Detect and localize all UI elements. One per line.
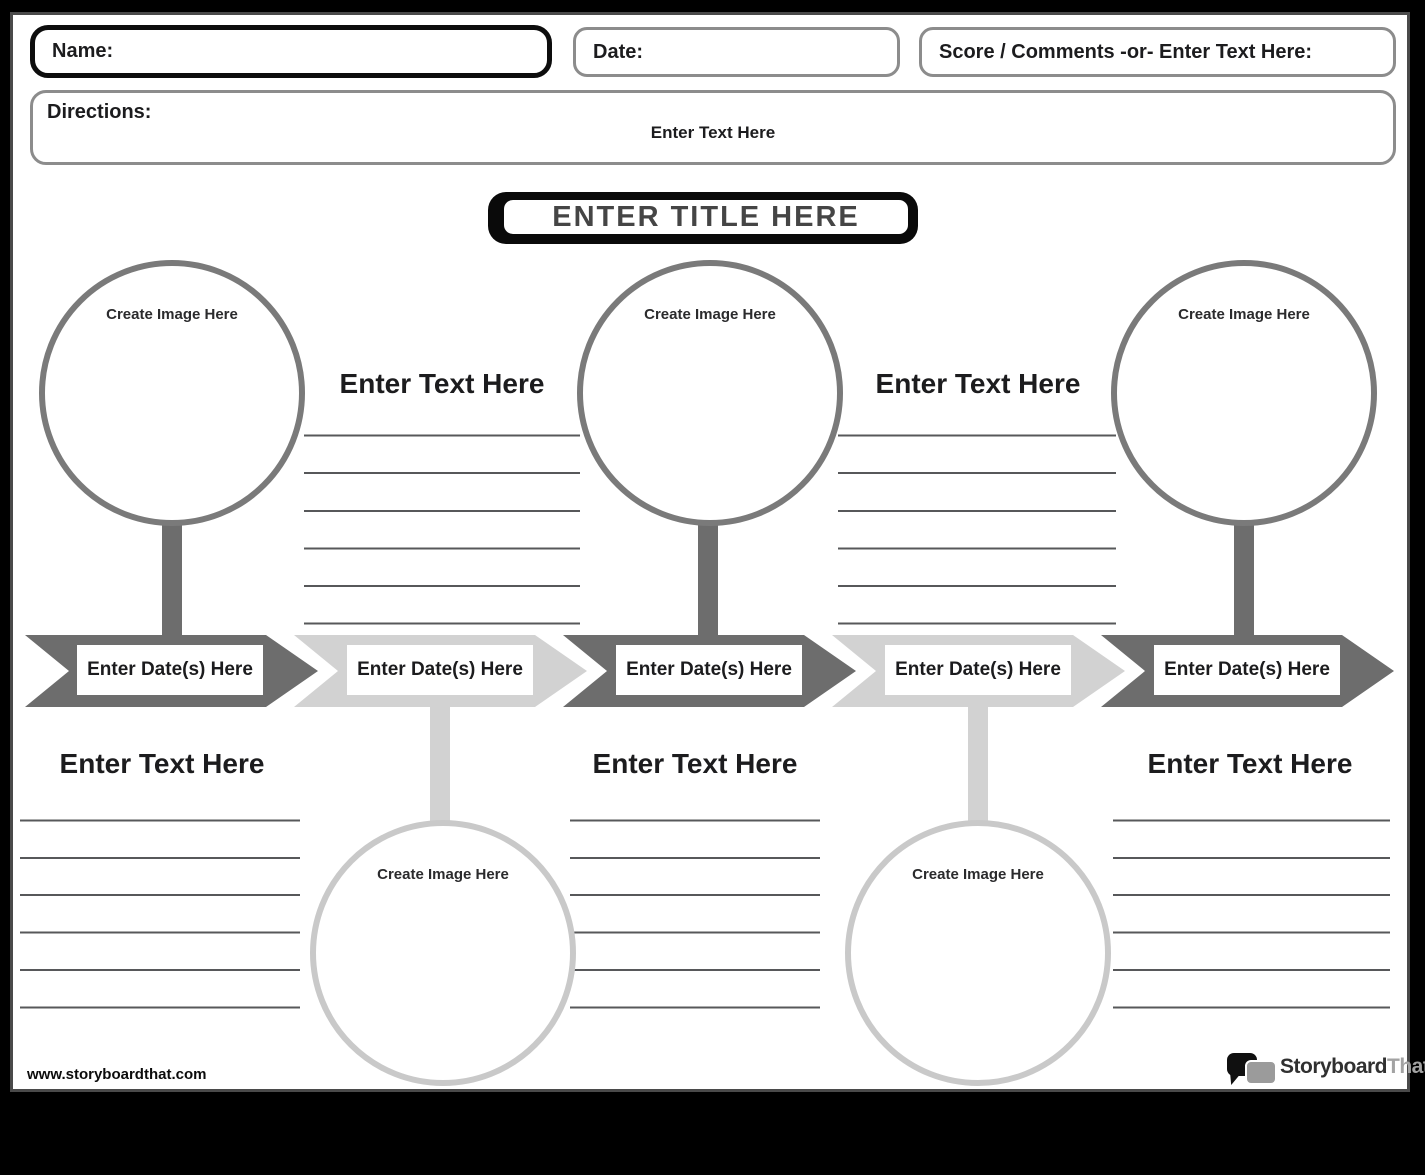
create-image-label: Create Image Here: [377, 866, 509, 883]
image-placeholder-circle-event3[interactable]: Create Image Here: [577, 260, 843, 526]
title-box[interactable]: ENTER TITLE HERE: [501, 197, 911, 237]
image-placeholder-circle-event5[interactable]: Create Image Here: [1111, 260, 1377, 526]
create-image-label: Create Image Here: [1178, 306, 1310, 323]
writing-lines-event4[interactable]: [838, 399, 1116, 625]
writing-lines-event1[interactable]: [20, 784, 300, 1009]
name-label: Name:: [52, 40, 114, 62]
date-box-event1[interactable]: Enter Date(s) Here: [77, 645, 263, 695]
directions-placeholder-text[interactable]: Enter Text Here: [650, 123, 776, 142]
text-heading-event2[interactable]: Enter Text Here: [339, 368, 545, 399]
date-label: Date:: [593, 40, 644, 63]
writing-lines-event3[interactable]: [570, 784, 820, 1009]
connector-stem-event1: [162, 508, 182, 636]
name-field[interactable]: Name:: [30, 25, 552, 78]
speech-bubble-front-icon: [1245, 1060, 1277, 1085]
writing-lines-event5[interactable]: [1113, 784, 1390, 1009]
create-image-label: Create Image Here: [644, 306, 776, 323]
create-image-label: Create Image Here: [106, 306, 238, 323]
score-comments-field[interactable]: Score / Comments -or- Enter Text Here:: [919, 27, 1396, 77]
text-heading-event5[interactable]: Enter Text Here: [1147, 748, 1353, 779]
connector-stem-event2: [430, 700, 450, 825]
text-heading-event3[interactable]: Enter Text Here: [592, 748, 798, 779]
image-placeholder-circle-event1[interactable]: Create Image Here: [39, 260, 305, 526]
text-heading-event1[interactable]: Enter Text Here: [59, 748, 265, 779]
directions-field[interactable]: [30, 90, 1396, 165]
text-heading-event4[interactable]: Enter Text Here: [875, 368, 1081, 399]
image-placeholder-circle-event4[interactable]: Create Image Here: [845, 820, 1111, 1086]
score-label: Score / Comments -or- Enter Text Here:: [939, 40, 1313, 63]
date-label: Enter Date(s) Here: [1164, 659, 1330, 680]
directions-label: Directions:: [47, 101, 152, 123]
connector-stem-event5: [1234, 508, 1254, 636]
writing-lines-event2[interactable]: [304, 399, 580, 625]
logo-secondary: That: [1387, 1055, 1425, 1078]
website-url: www.storyboardthat.com: [27, 1066, 207, 1083]
date-box-event4[interactable]: Enter Date(s) Here: [885, 645, 1071, 695]
date-box-event5[interactable]: Enter Date(s) Here: [1154, 645, 1340, 695]
date-box-event3[interactable]: Enter Date(s) Here: [616, 645, 802, 695]
storyboardthat-logo: StoryboardThat: [1280, 1055, 1425, 1079]
date-label: Enter Date(s) Here: [357, 659, 523, 680]
date-label: Enter Date(s) Here: [895, 659, 1061, 680]
date-label: Enter Date(s) Here: [87, 659, 253, 680]
logo-primary: Storyboard: [1280, 1055, 1388, 1078]
image-placeholder-circle-event2[interactable]: Create Image Here: [310, 820, 576, 1086]
connector-stem-event3: [698, 508, 718, 636]
date-label: Enter Date(s) Here: [626, 659, 792, 680]
create-image-label: Create Image Here: [912, 866, 1044, 883]
title-text: ENTER TITLE HERE: [552, 200, 860, 233]
connector-stem-event4: [968, 700, 988, 825]
date-box-event2[interactable]: Enter Date(s) Here: [347, 645, 533, 695]
date-field[interactable]: Date:: [573, 27, 900, 77]
